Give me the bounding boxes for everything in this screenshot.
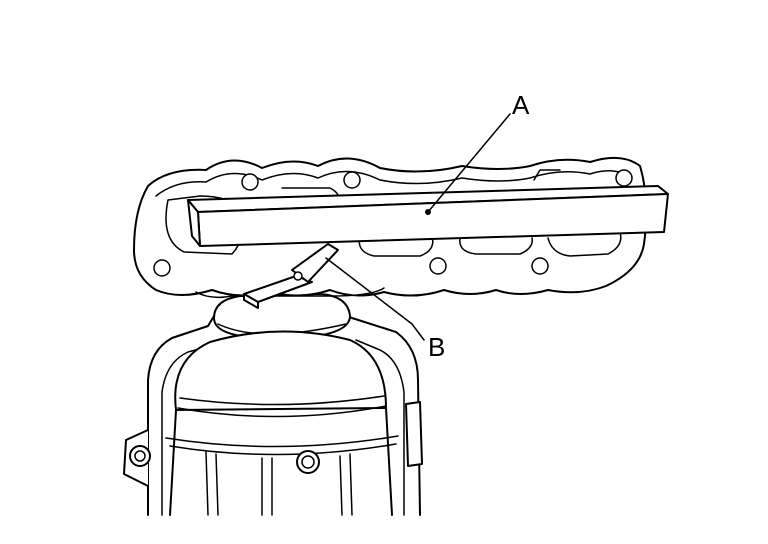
callout-b: B (325, 257, 445, 362)
leader-dot-a (425, 209, 431, 215)
leader-line-a (427, 113, 511, 213)
catalytic-converter (123, 293, 423, 516)
straightedge-bar (187, 185, 669, 247)
callout-a: A (425, 90, 530, 215)
callout-label-b: B (428, 332, 445, 362)
leader-line-b (325, 257, 425, 341)
feeler-gauge (243, 243, 339, 309)
callout-label-a: A (512, 90, 530, 120)
